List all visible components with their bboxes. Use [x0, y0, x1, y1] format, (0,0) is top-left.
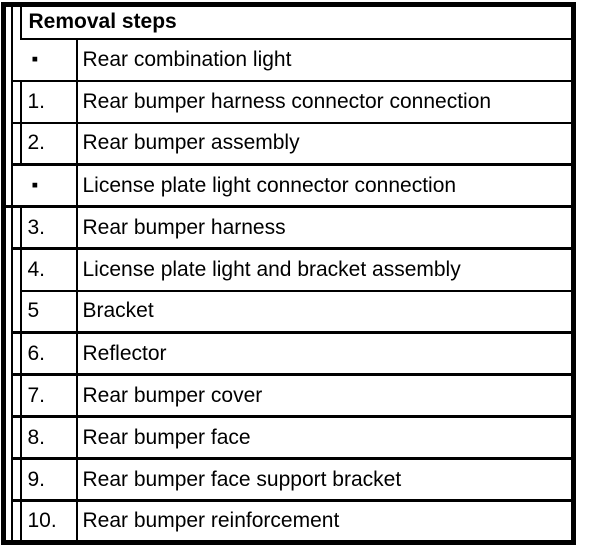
step-row: 7. Rear bumper cover — [3, 373, 574, 417]
step-desc-cell: Rear bumper reinforcement — [76, 499, 574, 543]
bracket-column-inner — [11, 121, 22, 165]
step-number-cell: 4. — [20, 247, 78, 291]
bracket-column-inner — [11, 247, 22, 291]
table-header-row: Removal steps — [3, 4, 574, 39]
bracket-column-outer — [3, 290, 13, 333]
table-title: Removal steps — [28, 10, 177, 34]
step-number-cell: 8. — [20, 415, 78, 459]
bracket-column-inner — [11, 331, 22, 375]
step-row: 3. Rear bumper harness — [3, 205, 574, 249]
step-number-cell: 10. — [20, 499, 78, 543]
step-number-cell: 3. — [20, 205, 78, 249]
step-row: 9. Rear bumper face support bracket — [3, 457, 574, 501]
step-desc-cell: Reflector — [76, 331, 574, 375]
bracket-column-inner — [11, 79, 22, 123]
step-row: 4. License plate light and bracket assem… — [3, 247, 574, 291]
bracket-column-inner — [11, 415, 22, 459]
bracket-column-outer — [3, 500, 13, 543]
bracket-column-outer — [3, 248, 13, 291]
bracket-column-inner — [11, 457, 22, 501]
step-row: 2. Rear bumper assembly — [3, 121, 574, 165]
bracket-column-outer — [3, 164, 13, 207]
bracket-column-outer — [3, 332, 13, 375]
step-row: 6. Reflector — [3, 331, 574, 375]
step-number-cell: 2. — [20, 121, 78, 165]
removal-steps-table: Removal steps ▪ Rear combination light 1… — [1, 2, 576, 545]
bracket-column-inner — [12, 39, 21, 81]
bracket-column-outer — [3, 38, 13, 81]
bracket-column-inner — [11, 163, 21, 207]
step-number-cell: 1. — [20, 79, 78, 123]
step-row: ▪ License plate light connector connecti… — [3, 163, 574, 207]
step-row: 1. Rear bumper harness connector connect… — [3, 79, 574, 123]
bracket-column-inner — [11, 205, 22, 249]
bracket-column-outer — [3, 458, 13, 501]
step-desc-cell: Rear combination light — [76, 37, 574, 81]
step-desc-cell: License plate light and bracket assembly — [76, 247, 574, 291]
square-bullet: ▪ — [20, 163, 78, 207]
bracket-column-outer — [3, 4, 13, 39]
step-desc-cell: Rear bumper harness — [76, 205, 574, 249]
bracket-column-outer — [3, 205, 13, 249]
step-desc-cell: Rear bumper face support bracket — [76, 457, 574, 501]
step-number-cell: 6. — [20, 331, 78, 375]
bracket-column-outer — [3, 416, 13, 459]
bracket-column-inner — [11, 499, 22, 543]
bracket-column-inner — [11, 373, 22, 417]
step-number-cell: 5 — [20, 289, 78, 333]
step-row: 10. Rear bumper reinforcement — [3, 499, 574, 543]
step-desc-cell: Rear bumper face — [76, 415, 574, 459]
step-number-cell: 7. — [20, 373, 78, 417]
bracket-column-outer — [3, 374, 13, 417]
step-desc-cell: Rear bumper assembly — [76, 121, 574, 165]
bracket-column-inner — [11, 4, 22, 39]
step-desc-cell: Rear bumper harness connector connection — [76, 79, 574, 123]
bracket-column-outer — [3, 122, 13, 165]
step-row: 5 Bracket — [3, 289, 574, 333]
step-desc-cell: Bracket — [76, 289, 574, 333]
step-row: ▪ Rear combination light — [3, 37, 574, 81]
step-row: 8. Rear bumper face — [3, 415, 574, 459]
step-desc-cell: License plate light connector connection — [76, 163, 574, 207]
bracket-column-outer — [3, 80, 13, 123]
step-desc-cell: Rear bumper cover — [76, 373, 574, 417]
bracket-column-inner — [11, 290, 22, 333]
step-number-cell: 9. — [20, 457, 78, 501]
square-bullet: ▪ — [20, 37, 78, 81]
